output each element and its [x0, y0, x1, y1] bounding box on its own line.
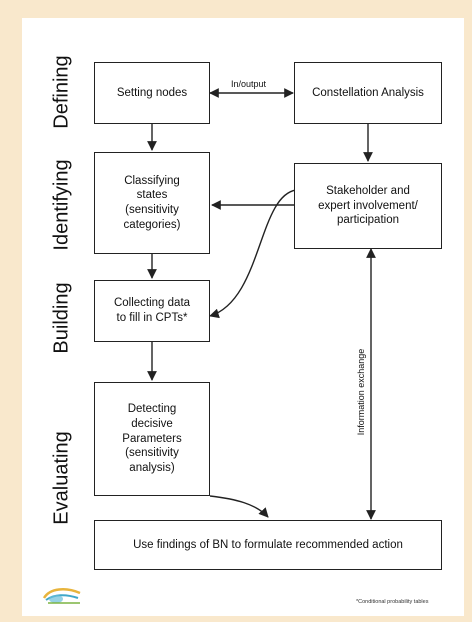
arrow-stakeholder-collecting — [209, 189, 297, 319]
label-information-exchange: Information exchange — [356, 348, 366, 436]
box-constellation-analysis: Constellation Analysis — [294, 62, 442, 124]
box-use-findings: Use findings of BN to formulate recommen… — [94, 520, 442, 570]
logo-icon — [40, 584, 86, 606]
box-classifying-states: Classifying states (sensitivity categori… — [94, 152, 210, 254]
arrow-detecting-findings — [209, 495, 269, 518]
label-in-output: In/output — [231, 79, 267, 89]
phase-defining: Defining — [50, 55, 73, 129]
box-stakeholder-involvement: Stakeholder and expert involvement/ part… — [294, 163, 442, 249]
box-detecting-parameters: Detecting decisive Parameters (sensitivi… — [94, 382, 210, 496]
box-collecting-data: Collecting data to fill in CPTs* — [94, 280, 210, 342]
footnote: *Conditional probability tables — [356, 599, 429, 605]
phase-evaluating: Evaluating — [50, 431, 73, 525]
box-setting-nodes: Setting nodes — [94, 62, 210, 124]
phase-identifying: Identifying — [50, 159, 73, 251]
phase-building: Building — [50, 282, 73, 354]
